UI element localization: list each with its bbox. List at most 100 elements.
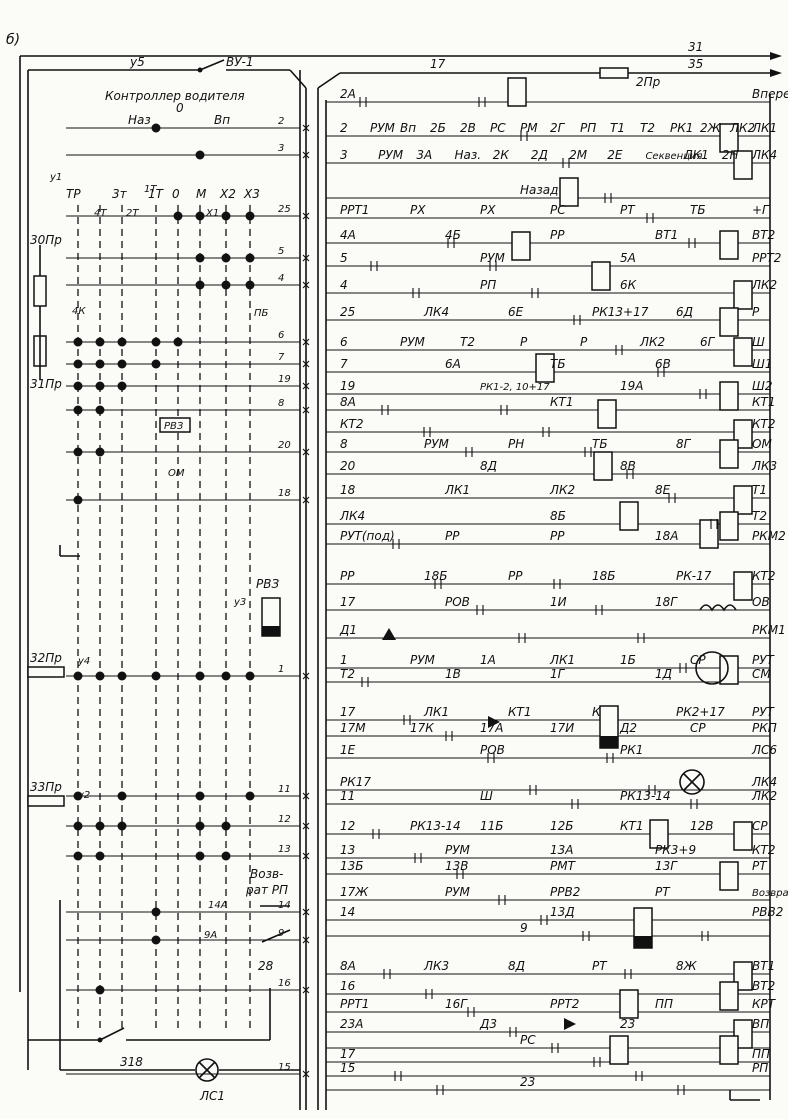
relay-label-19-2: РР [508, 569, 523, 583]
fuse-33pr [27, 795, 65, 807]
relay-label-5-1: 4Б [445, 228, 461, 242]
relay-label-14-4: 8Г [676, 437, 692, 451]
relay-label-11-3: Ш2 [752, 379, 772, 393]
relay-label-28-1: Ш [480, 789, 493, 803]
contact-pair-31 [562, 158, 570, 168]
relay-label-4-0: РРТ1 [340, 203, 369, 217]
relay-label-2-3: Наз. [455, 148, 482, 162]
relay-label-32-2: РРВ2 [550, 885, 580, 899]
relay-label-11-2: 19А [620, 379, 643, 393]
relay-label-30-3: РК3+9 [655, 843, 696, 857]
relay-label-19-3: 18Б [592, 569, 616, 583]
pos-vpered-label: Вп [214, 113, 230, 127]
contact-pair-32 [615, 345, 623, 355]
relay-label-26-1: РОВ [480, 743, 505, 757]
contact-pair-50 [489, 261, 497, 271]
relay-label-25-4: Д2 [619, 721, 637, 735]
wire-cross-8 [302, 406, 310, 414]
relay-label-9-7: Ш [752, 335, 765, 349]
relay-mid-coil-3 [591, 261, 611, 291]
position-label-1: 3т [112, 187, 128, 201]
rv3-coil [159, 417, 191, 433]
relay-label-1-3: 2Б [430, 121, 446, 135]
relay-label-38-0: 23А [340, 1017, 363, 1031]
contact-pair-5 [624, 969, 632, 979]
winding-ov-icon [699, 604, 737, 612]
wire-cross-18 [302, 1070, 310, 1078]
relay-label-1-14: ЛК1 [751, 121, 777, 135]
relay-label-8-2: 6Е [508, 305, 524, 319]
controller-wire-lines [66, 124, 310, 1078]
wire-number-7: 19 [278, 374, 291, 385]
position-label-4: М [196, 187, 207, 201]
relay-label-30-4: КТ2 [752, 843, 775, 857]
contact-pair-57 [500, 405, 508, 415]
relay-label-1-9: Т1 [610, 121, 625, 135]
contact-pair-44 [531, 288, 539, 298]
wire-number-18: 15 [278, 1062, 291, 1073]
wire-cross-16 [302, 936, 310, 944]
relay-label-9-1: РУМ [400, 335, 426, 349]
wire-number-0: 2 [278, 116, 284, 127]
contact-pair-26 [657, 367, 665, 377]
relay-label-24-1: ЛК1 [423, 705, 449, 719]
wire-y1-label: у1 [49, 172, 62, 183]
relay-label-15-0: 20 [340, 459, 356, 473]
relay-label-10-4: Ш1 [752, 357, 772, 371]
relay-label-24-0: 17 [340, 705, 356, 719]
relay-coil-9 [733, 485, 753, 515]
relay-label-12-0: 8А [340, 395, 356, 409]
relay-label-19-1: 18Б [424, 569, 448, 583]
wire-number-4: 4 [278, 273, 284, 284]
relay-label-25-2: 17А [480, 721, 503, 735]
relay-label-10-3: 6В [655, 357, 671, 371]
contact-pair-14 [381, 405, 389, 415]
contact-pair-11 [582, 931, 590, 941]
relay-label-41-0: 15 [340, 1061, 355, 1075]
contact-pair-24 [551, 1043, 559, 1053]
relay-label-37-4: КРТ [752, 997, 777, 1011]
relay-label-16-3: 8Е [655, 483, 671, 497]
relay-label-29-4: КТ1 [620, 819, 643, 833]
relay-label-4-5: ТБ [690, 203, 706, 217]
relay-label-2-9: ЛК1 [683, 148, 709, 162]
relay-label-20-1: РОВ [445, 595, 470, 609]
relay-label-15-1: 8Д [480, 459, 497, 473]
relay-label-4-1: РХ [410, 203, 426, 217]
relay-label-22-4: 1Б [620, 653, 636, 667]
contact-pair-48 [383, 969, 391, 979]
relay-mid-coil-0 [507, 77, 527, 107]
wire-cross-9 [302, 448, 310, 456]
wire-number-14: 13 [278, 844, 291, 855]
relay-label-28-0: 11 [340, 789, 355, 803]
contact-pair-56 [447, 238, 455, 248]
relay-label-32-4: Возврат РП [752, 888, 788, 899]
label-vozvrat-2: рат РП [245, 883, 288, 897]
relay-label-16-1: ЛК1 [444, 483, 470, 497]
relay-label-8-5: Р [752, 305, 760, 319]
contact-pair-9 [476, 605, 484, 615]
wire-cross-1 [302, 151, 310, 159]
relay-label-30-0: 13 [340, 843, 355, 857]
pos-zero-label: 0 [176, 101, 184, 115]
contact-pair-16 [487, 753, 495, 763]
relay-mid-coil-4 [535, 353, 555, 383]
relay-label-42-0: 23 [520, 1075, 535, 1089]
label-rv3: РВЗ [164, 421, 184, 432]
relay-label-1-8: РП [580, 121, 596, 135]
wire-cross-6 [302, 360, 310, 368]
relay-label-19-5: КТ2 [752, 569, 775, 583]
relay-label-14-2: РН [508, 437, 524, 451]
pos-1t-label: 1Т [144, 184, 157, 195]
wire-number-17: 16 [278, 978, 291, 989]
wire-cross-10 [302, 496, 310, 504]
wire-17-top-label: 17 [430, 57, 446, 71]
relay-label-10-1: 6А [445, 357, 461, 371]
wire-cross-5 [302, 338, 310, 346]
label-9a: 9А [204, 930, 217, 941]
relay-label-2-5: 2Д [531, 148, 548, 162]
relay-label-2-2: 3А [416, 148, 432, 162]
